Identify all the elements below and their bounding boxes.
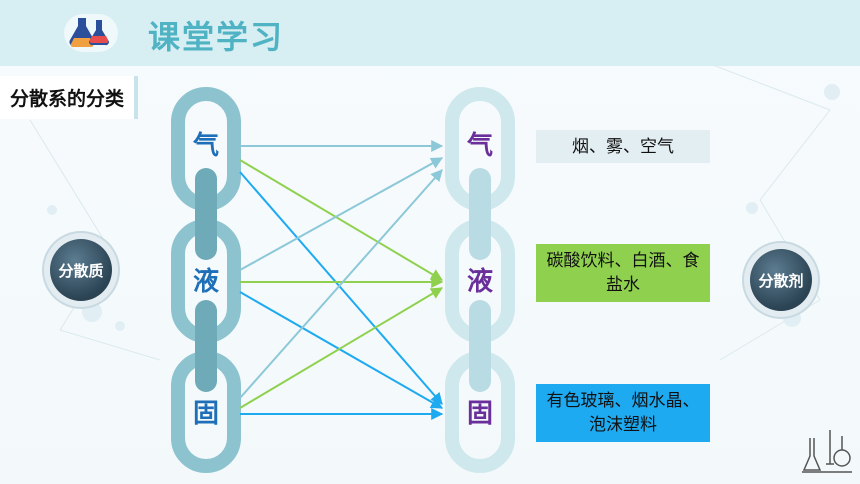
dispersion-medium-label: 分散剂 <box>758 271 804 290</box>
example-text-liquid: 碳酸饮料、白酒、食盐水 <box>546 251 700 295</box>
left-chain <box>171 87 241 473</box>
right-label-solid: 固 <box>467 399 493 429</box>
right-label-liquid: 液 <box>467 267 493 297</box>
example-text-solid: 有色玻璃、烟水晶、泡沫塑料 <box>546 391 700 435</box>
example-box-gas: 烟、雾、空气 <box>536 130 710 163</box>
example-text-gas: 烟、雾、空气 <box>572 136 674 157</box>
dispersed-phase-label: 分散质 <box>58 261 104 280</box>
example-box-liquid: 碳酸饮料、白酒、食盐水 <box>536 244 710 302</box>
arrow-solid-to-liquid <box>239 287 444 409</box>
lab-equipment-icon <box>802 430 852 473</box>
left-label-solid: 固 <box>193 399 219 429</box>
right-chain-connector-2 <box>469 300 491 392</box>
left-label-liquid: 液 <box>193 267 219 297</box>
flask-icon <box>64 14 118 52</box>
header-band <box>0 0 860 66</box>
left-label-gas: 气 <box>192 130 219 161</box>
section-title: 分散系的分类 <box>0 76 139 119</box>
example-box-solid: 有色玻璃、烟水晶、泡沫塑料 <box>536 384 710 442</box>
arrow-solid-to-gas <box>239 169 443 399</box>
arrow-gas-to-liquid <box>239 159 444 281</box>
left-chain-connector-2 <box>195 300 217 392</box>
arrow-liquid-to-solid <box>239 291 444 409</box>
right-chain-connector-1 <box>469 168 491 260</box>
arrow-liquid-to-gas <box>239 157 444 271</box>
left-chain-connector-1 <box>195 168 217 260</box>
dispersed-phase-circle: 分散质 <box>50 239 112 301</box>
arrow-gas-to-solid <box>239 171 443 405</box>
page-title: 课堂学习 <box>148 18 285 56</box>
dispersion-medium-circle: 分散剂 <box>750 249 812 311</box>
right-chain <box>445 87 515 473</box>
right-label-gas: 气 <box>466 130 493 161</box>
